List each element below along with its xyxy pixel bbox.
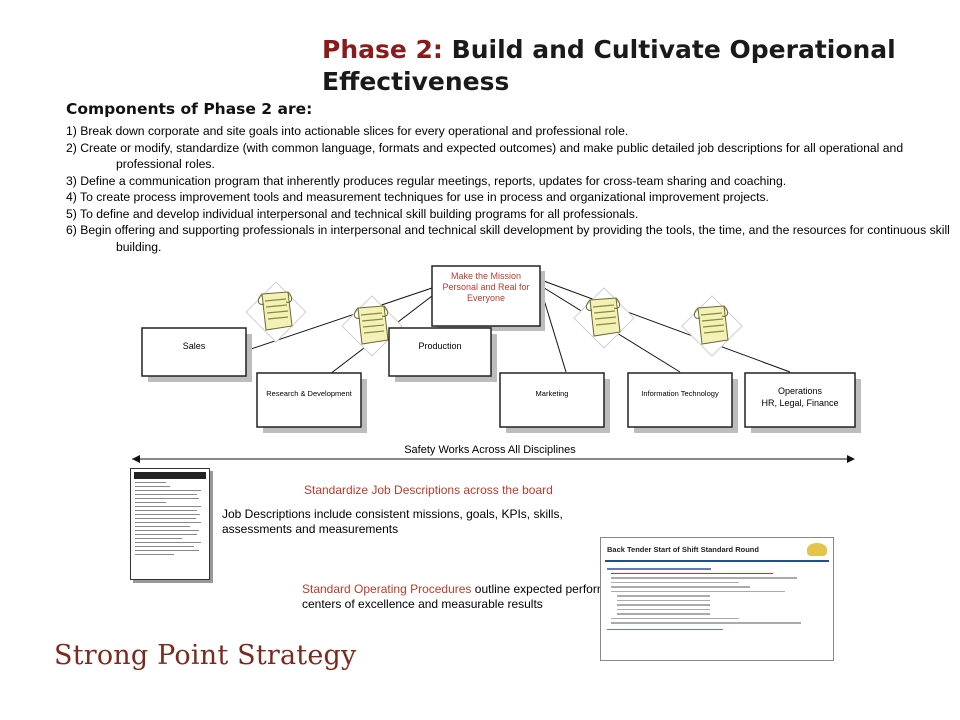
- job-description-note: Job Descriptions include consistent miss…: [222, 507, 563, 537]
- title-accent: Phase 2:: [322, 35, 443, 64]
- component-item-3: 3) Define a communication program that i…: [66, 173, 787, 188]
- mission-line-2: Personal and Real for: [442, 282, 529, 292]
- component-item-4: 4) To create process improvement tools a…: [66, 190, 769, 204]
- operations-line-1: Operations: [778, 386, 823, 396]
- production-label: Production: [418, 341, 461, 351]
- safety-label: Safety Works Across All Disciplines: [404, 444, 576, 456]
- scroll-icon: [573, 287, 635, 349]
- components-list: 1) Break down corporate and site goals i…: [66, 123, 954, 255]
- component-item-6: 6) Begin offering and supporting profess…: [66, 223, 950, 254]
- page-title: Phase 2: Build and Cultivate Operational…: [322, 34, 942, 98]
- component-item-5: 5) To define and develop individual inte…: [66, 206, 639, 221]
- sales-box: Sales: [141, 327, 252, 382]
- component-item-2: 2) Create or modify, standardize (with c…: [66, 140, 904, 172]
- it-label: Information Technology: [641, 389, 719, 398]
- mission-line-3: Everyone: [467, 293, 505, 303]
- sales-label: Sales: [183, 341, 206, 351]
- mission-line-1: Make the Mission: [451, 271, 521, 281]
- connector-operations: [540, 279, 791, 373]
- marketing-label: Marketing: [536, 389, 569, 398]
- job-description-note-line-2: assessments and measurements: [222, 522, 399, 536]
- safety-arrow: Safety Works Across All Disciplines: [132, 444, 855, 463]
- research-box: Research & Development: [256, 372, 367, 433]
- connector-marketing: [540, 289, 567, 373]
- sop-document-title: Back Tender Start of Shift Standard Roun…: [607, 545, 759, 554]
- sop-note-rest-2: centers of excellence and measurable res…: [302, 597, 543, 611]
- strong-point-strategy-logo: Strong Point Strategy: [54, 640, 357, 671]
- mission-box: Make the Mission Personal and Real for E…: [431, 265, 545, 331]
- operations-line-2: HR, Legal, Finance: [761, 398, 838, 408]
- research-label: Research & Development: [266, 389, 352, 398]
- component-item-1: 1) Break down corporate and site goals i…: [66, 124, 629, 138]
- sop-note-highlight: Standard Operating Procedures: [302, 582, 472, 596]
- scroll-icon: [681, 295, 743, 357]
- production-box: Production: [388, 327, 497, 382]
- org-diagram: Make the Mission Personal and Real for E…: [132, 265, 861, 463]
- operations-box: Operations HR, Legal, Finance: [744, 372, 861, 433]
- marketing-box: Marketing: [499, 372, 610, 433]
- standardize-note: Standardize Job Descriptions across the …: [304, 483, 553, 497]
- title-rest: Build and Cultivate Operational Effectiv…: [322, 35, 896, 96]
- sop-document-thumbnail: Back Tender Start of Shift Standard Roun…: [600, 537, 834, 661]
- job-description-thumbnail: [130, 468, 210, 580]
- it-box: Information Technology: [627, 372, 738, 433]
- components-heading: Components of Phase 2 are:: [66, 100, 313, 118]
- company-logo-icon: [807, 543, 827, 556]
- job-description-note-line-1: Job Descriptions include consistent miss…: [222, 507, 563, 521]
